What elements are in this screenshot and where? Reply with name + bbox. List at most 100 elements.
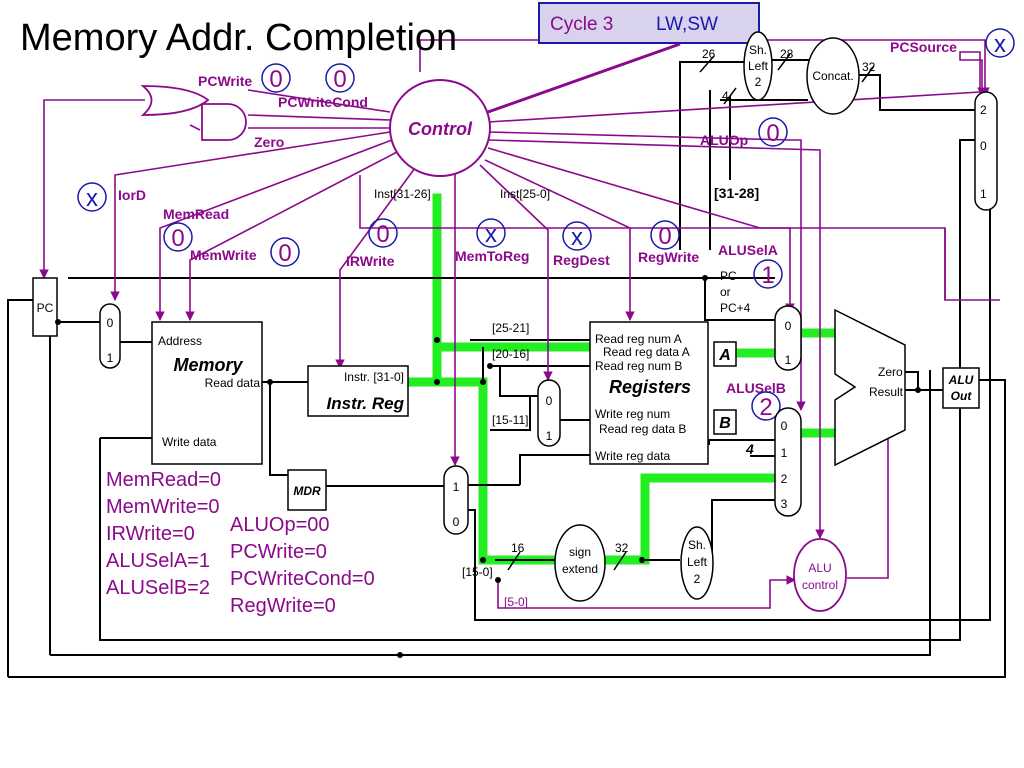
svg-text:0: 0: [980, 139, 987, 153]
svg-text:0: 0: [546, 394, 553, 408]
memory-write-data-label: Write data: [162, 435, 217, 449]
svg-text:PC+4: PC+4: [720, 301, 751, 315]
svg-text:Concat.: Concat.: [812, 69, 853, 83]
mdr: MDR: [287, 469, 327, 511]
inst-field-labels: Inst[31-26] Inst[25-0] [31-28]: [374, 185, 759, 201]
data-wires: [7, 59, 1006, 678]
svg-text:1: 1: [761, 262, 774, 289]
svg-text:1: 1: [107, 351, 114, 365]
aluselA-label: ALUSelA: [718, 242, 778, 258]
instr-reg: Instr. [31-0] Instr. Reg: [307, 365, 409, 417]
svg-text:[20-16]: [20-16]: [492, 347, 529, 361]
svg-text:Left: Left: [687, 555, 708, 569]
register-file: Read reg num A Read reg data A Read reg …: [589, 321, 709, 465]
summary-line: MemWrite=0: [106, 496, 220, 518]
svg-text:PC: PC: [37, 301, 54, 315]
pcwritecond-value: 0: [325, 63, 355, 93]
svg-text:or: or: [720, 285, 731, 299]
svg-text:0: 0: [781, 419, 788, 433]
regdest-label: RegDest: [553, 252, 610, 268]
svg-text:0: 0: [278, 240, 291, 267]
svg-text:2: 2: [980, 103, 987, 117]
iord-mux: 0 1: [99, 303, 121, 369]
slide-title: Memory Addr. Completion: [20, 17, 457, 59]
shift-left-top: Sh. Left 2: [743, 31, 773, 101]
control-unit: Control: [389, 79, 491, 177]
concat: Concat.: [806, 37, 860, 115]
cycle-instr: LW,SW: [656, 14, 718, 35]
svg-text:Sh.: Sh.: [688, 538, 706, 552]
svg-text:2: 2: [759, 394, 772, 421]
svg-text:4: 4: [722, 89, 729, 103]
svg-text:Read reg data B: Read reg data B: [599, 422, 686, 436]
memtoreg-value: x: [476, 218, 506, 248]
svg-text:1: 1: [785, 353, 792, 367]
bus-ticks: [507, 53, 875, 571]
svg-text:1: 1: [546, 429, 553, 443]
aluop-value: 0: [758, 117, 788, 147]
zero-label: Zero: [254, 134, 284, 150]
memtoreg-mux: 1 0: [443, 465, 469, 535]
svg-text:x: x: [86, 185, 98, 212]
svg-text:extend: extend: [562, 562, 598, 576]
svg-text:0: 0: [107, 316, 114, 330]
svg-text:B: B: [719, 415, 731, 432]
svg-text:0: 0: [171, 225, 184, 252]
svg-text:1: 1: [781, 446, 788, 460]
summary-line: PCWrite=0: [230, 541, 327, 563]
svg-text:2: 2: [781, 472, 788, 486]
pcwrite-value: 0: [261, 63, 291, 93]
irwrite-value: 0: [368, 218, 398, 248]
or-gate: [140, 85, 210, 116]
cycle-label: Cycle 3: [550, 14, 613, 35]
summary-line: RegWrite=0: [230, 595, 336, 617]
svg-text:x: x: [485, 221, 497, 248]
alu: Zero Result: [834, 308, 906, 467]
control-label: Control: [408, 119, 473, 139]
svg-text:2: 2: [755, 75, 762, 89]
pcwrite-label: PCWrite: [198, 73, 252, 89]
memory-address-label: Address: [158, 334, 202, 348]
aluop-label: ALUOp: [700, 132, 748, 148]
pcwritecond-label: PCWriteCond: [278, 94, 368, 110]
constant-four: 4: [745, 441, 754, 457]
memtoreg-label: MemToReg: [455, 248, 529, 264]
svg-text:0: 0: [766, 120, 779, 147]
svg-text:control: control: [802, 578, 838, 592]
reg-a: A: [713, 341, 737, 367]
svg-text:Read reg num B: Read reg num B: [595, 359, 682, 373]
pcwrite-gates: [140, 85, 247, 141]
pcsource-value: x: [985, 28, 1015, 58]
svg-text:Out: Out: [951, 389, 973, 403]
svg-text:0: 0: [785, 319, 792, 333]
summary-line: PCWriteCond=0: [230, 568, 375, 590]
svg-text:0: 0: [333, 66, 346, 93]
aluselB-label: ALUSelB: [726, 380, 786, 396]
memread-label: MemRead: [163, 206, 229, 222]
iord-value: x: [77, 182, 107, 212]
memwrite-value: 0: [270, 237, 300, 267]
svg-text:MDR: MDR: [293, 484, 321, 498]
junction-dots: [55, 275, 921, 658]
regwrite-value: 0: [650, 220, 680, 250]
regdest-mux: 0 1: [537, 379, 561, 447]
pc-register: PC: [32, 277, 58, 337]
svg-text:32: 32: [862, 60, 876, 74]
summary-line: MemRead=0: [106, 469, 221, 491]
svg-text:16: 16: [511, 541, 525, 555]
shift-left-bottom: Sh. Left 2: [680, 526, 714, 600]
svg-text:ALU: ALU: [808, 561, 831, 575]
and-gate: [201, 103, 247, 141]
svg-text:Instr. Reg: Instr. Reg: [327, 394, 405, 413]
svg-text:1: 1: [453, 480, 460, 494]
aluselA-mux: 0 1: [774, 305, 802, 371]
svg-text:26: 26: [702, 47, 716, 61]
svg-text:[15-11]: [15-11]: [492, 413, 528, 427]
bit-range-labels: [25-21] [20-16] [15-11] [15-0] [5-0] 26 …: [462, 47, 876, 609]
svg-text:Write reg data: Write reg data: [595, 449, 670, 463]
svg-text:0: 0: [269, 66, 282, 93]
memread-value: 0: [163, 222, 193, 252]
regdest-value: x: [562, 221, 592, 251]
svg-text:0: 0: [376, 221, 389, 248]
iord-label: IorD: [118, 187, 146, 203]
